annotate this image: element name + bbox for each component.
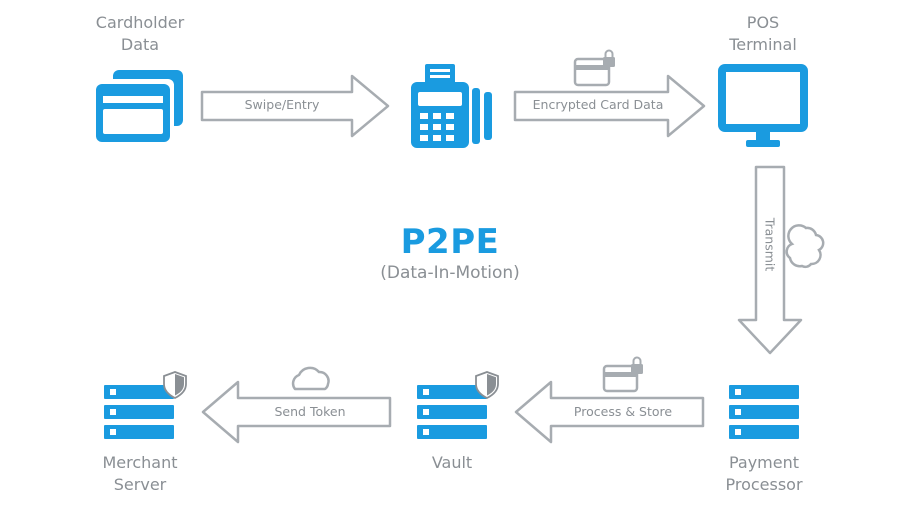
encrypted-card-icon	[573, 49, 615, 87]
credit-cards-icon	[96, 70, 183, 142]
token-cloud-icon	[291, 366, 330, 391]
swipe-arrow	[200, 74, 390, 138]
merchant-label-line1: Merchant	[102, 453, 178, 472]
transmit-label: Transmit	[762, 217, 778, 272]
monitor-icon	[718, 64, 808, 147]
pos-label-line2: Terminal	[729, 35, 797, 54]
processor-label: Payment Processor	[704, 452, 824, 496]
stored-card-icon	[602, 356, 643, 393]
transmit-arrow	[737, 165, 803, 355]
vault-label-line1: Vault	[431, 453, 473, 472]
diagram-title: P2PE	[400, 222, 500, 262]
token-arrow	[201, 380, 392, 444]
process-label: Process & Store	[573, 404, 673, 419]
vault-server-icon	[417, 371, 499, 439]
encrypted-arrow	[513, 74, 706, 138]
processor-server-icon	[729, 385, 799, 439]
processor-label-line2: Processor	[725, 475, 803, 494]
process-arrow	[514, 380, 705, 444]
card-reader-icon	[411, 64, 492, 148]
pos-label: POS Terminal	[703, 12, 823, 56]
cloud-icon	[785, 224, 825, 269]
encrypted-label: Encrypted Card Data	[532, 97, 664, 112]
cardholder-label-line1: Cardholder	[95, 13, 185, 32]
merchant-server-icon	[104, 371, 187, 439]
merchant-label-line2: Server	[113, 475, 167, 494]
vault-label: Vault	[392, 452, 512, 474]
cardholder-label-line2: Data	[120, 35, 160, 54]
merchant-label: Merchant Server	[80, 452, 200, 496]
pos-label-line1: POS	[746, 13, 780, 32]
processor-label-line1: Payment	[728, 453, 800, 472]
swipe-label: Swipe/Entry	[244, 97, 320, 112]
diagram-subtitle: (Data-In-Motion)	[380, 263, 520, 283]
token-label: Send Token	[274, 404, 346, 419]
cardholder-label: Cardholder Data	[80, 12, 200, 56]
